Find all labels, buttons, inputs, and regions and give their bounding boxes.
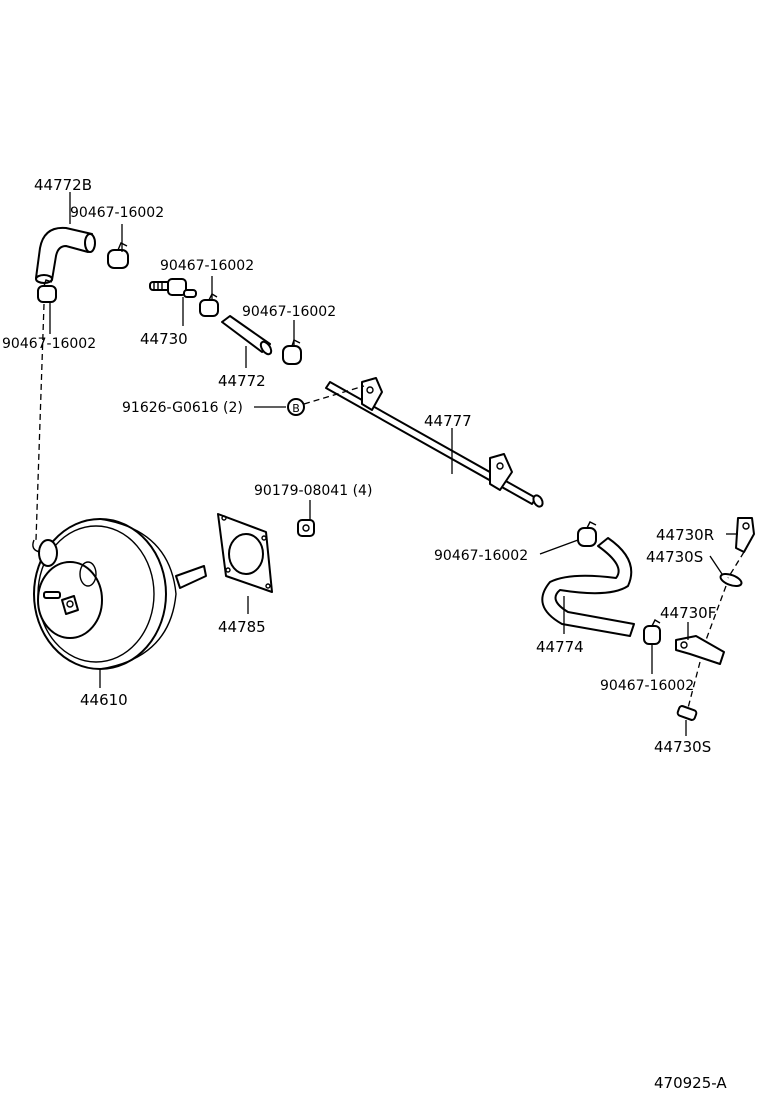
dashed-line-valve-rear — [727, 551, 745, 579]
pipe-44777[interactable] — [325, 377, 544, 508]
leader-lines — [49, 192, 738, 736]
label-44730f: 44730F — [660, 604, 716, 622]
clamp-right[interactable] — [577, 521, 597, 547]
clamp-1[interactable] — [107, 242, 129, 269]
gasket-44785[interactable] — [217, 513, 273, 593]
clamp-upper-left[interactable] — [37, 279, 57, 303]
label-44610: 44610 — [80, 691, 128, 709]
label-44730r: 44730R — [656, 526, 714, 544]
diagram-code: 470925-A — [654, 1074, 727, 1092]
label-clamp-lower-right: 90467-16002 — [600, 678, 694, 694]
label-clamp-2: 90467-16002 — [160, 258, 254, 274]
bolt-b-marker-letter: B — [292, 402, 300, 415]
hose-44772b[interactable] — [35, 226, 96, 284]
label-clamp-left: 90467-16002 — [2, 336, 96, 352]
bolt-b-marker[interactable]: B — [287, 398, 305, 416]
label-clamp-1: 90467-16002 — [70, 205, 164, 221]
label-44772: 44772 — [218, 372, 266, 390]
label-44774: 44774 — [536, 638, 584, 656]
label-bolt-b: 91626-G0616 (2) — [122, 400, 243, 416]
nut-90179[interactable] — [297, 519, 315, 537]
valve-front-44730f[interactable] — [675, 635, 725, 665]
label-44730s-lower: 44730S — [654, 738, 711, 756]
clamp-3[interactable] — [282, 339, 302, 365]
brake-booster-44610[interactable] — [32, 518, 207, 670]
hose-44774[interactable] — [541, 537, 635, 637]
label-44730s-upper: 44730S — [646, 548, 703, 566]
label-44730: 44730 — [140, 330, 188, 348]
valve-rear-44730r[interactable] — [735, 517, 755, 553]
label-nut: 90179-08041 (4) — [254, 483, 372, 499]
seal-upper-44730s[interactable] — [719, 572, 743, 589]
check-valve-44730[interactable] — [149, 278, 197, 298]
label-clamp-3: 90467-16002 — [242, 304, 336, 320]
dashed-line-bolt-pipe — [303, 385, 365, 405]
hose-44772[interactable] — [221, 315, 273, 356]
label-clamp-right: 90467-16002 — [434, 548, 528, 564]
clamp-2[interactable] — [199, 293, 219, 317]
clamp-lower-right[interactable] — [643, 619, 661, 645]
seal-lower-44730s[interactable] — [676, 705, 698, 721]
label-44785: 44785 — [218, 618, 266, 636]
label-44777: 44777 — [424, 412, 472, 430]
dashed-line-valve-lower — [687, 661, 701, 709]
label-44772b: 44772B — [34, 176, 92, 194]
